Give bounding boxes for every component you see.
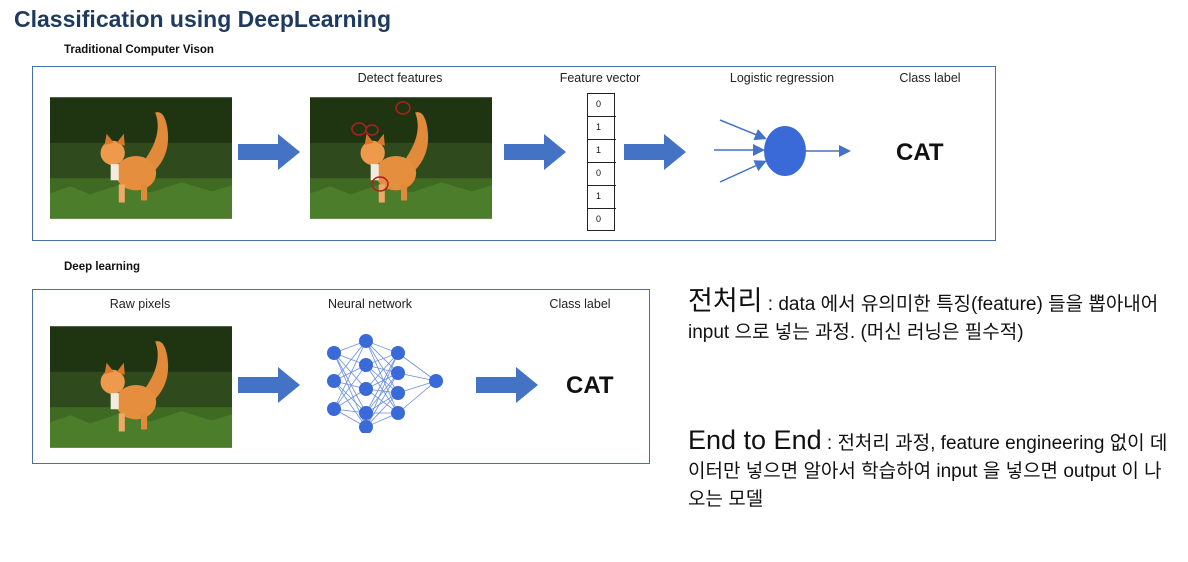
- nn-node: [391, 406, 405, 420]
- class-result-cat: CAT: [896, 139, 944, 166]
- nn-edge: [365, 372, 399, 414]
- feature-marker: [371, 176, 389, 192]
- cat-image-raw: [50, 326, 232, 448]
- nn-edge: [365, 392, 399, 428]
- nn-edge: [333, 352, 367, 390]
- right-arrow-icon: [238, 134, 300, 170]
- right-arrow-icon: [504, 134, 566, 170]
- nn-edge: [333, 340, 367, 382]
- nn-edge: [365, 352, 399, 414]
- right-arrow-icon: [476, 367, 538, 403]
- nn-node: [391, 386, 405, 400]
- logistic-regression-label: Logistic regression: [729, 71, 835, 85]
- nn-node: [327, 402, 341, 416]
- nn-node: [359, 358, 373, 372]
- preprocessing-term: 전처리: [688, 286, 763, 316]
- input-edge: [719, 160, 767, 183]
- nn-edge: [365, 340, 399, 394]
- feature-vector-label: Feature vector: [559, 71, 641, 85]
- nn-node: [327, 346, 341, 360]
- right-arrow-icon: [624, 134, 686, 170]
- nn-edge: [333, 340, 367, 410]
- nn-edge: [365, 372, 399, 428]
- nn-node: [359, 382, 373, 396]
- feature-vector: 0 1 1 0 1 0: [587, 93, 616, 231]
- neural-network-label: Neural network: [327, 297, 413, 311]
- nn-edge: [365, 364, 399, 394]
- nn-node: [327, 374, 341, 388]
- deep-class-result-cat: CAT: [566, 372, 614, 399]
- preprocessing-note: 전처리 : data 에서 유의미한 특징(feature) 들을 뽑아내어 i…: [688, 287, 1178, 347]
- feature-vector-cell: 1: [588, 140, 616, 163]
- feature-vector-cell: 1: [588, 186, 616, 209]
- cat-image-features: [310, 96, 492, 220]
- feature-vector-cell: 0: [588, 163, 616, 186]
- detect-features-label: Detect features: [357, 71, 443, 85]
- page-title: Classification using DeepLearning: [14, 6, 392, 32]
- raw-pixels-label: Raw pixels: [109, 297, 171, 311]
- neural-network-diagram: [327, 334, 443, 433]
- nn-edge: [333, 380, 367, 414]
- logistic-node: [764, 126, 806, 176]
- nn-edge: [333, 364, 367, 410]
- nn-edge: [365, 352, 399, 390]
- end-to-end-note: End to End : 전처리 과정, feature engineering…: [688, 426, 1178, 514]
- nn-edge: [397, 380, 437, 414]
- nn-edge: [333, 380, 367, 428]
- nn-node: [391, 346, 405, 360]
- feature-vector-cell: 1: [588, 117, 616, 140]
- logistic-regression-diagram: [714, 119, 851, 183]
- right-arrow-icon: [238, 367, 300, 403]
- preprocessing-description: : data 에서 유의미한 특징(feature) 들을 뽑아내어 input…: [688, 294, 1159, 343]
- deep-section-label: Deep learning: [64, 261, 141, 273]
- nn-edge: [365, 340, 399, 414]
- nn-edge: [333, 352, 367, 414]
- traditional-panel: [32, 66, 996, 241]
- nn-node: [359, 406, 373, 420]
- feature-vector-cell: 0: [596, 214, 602, 224]
- input-edge: [719, 119, 767, 141]
- nn-node: [359, 420, 373, 433]
- deep-learning-panel: [32, 289, 650, 464]
- nn-edge: [365, 340, 399, 374]
- feature-vector-cell: 0: [588, 94, 616, 117]
- nn-node: [391, 366, 405, 380]
- end-to-end-description: : 전처리 과정, feature engineering 없이 데이터만 넣으…: [688, 433, 1168, 510]
- deep-class-label-header: Class label: [549, 297, 611, 311]
- class-label-header: Class label: [899, 71, 961, 85]
- nn-node: [429, 374, 443, 388]
- nn-node: [359, 334, 373, 348]
- feature-marker: [365, 124, 379, 136]
- cat-image-input: [50, 96, 232, 220]
- end-to-end-term: End to End: [688, 425, 822, 455]
- feature-marker: [395, 101, 411, 115]
- nn-edge: [397, 352, 437, 382]
- traditional-section-label: Traditional Computer Vison: [64, 44, 214, 56]
